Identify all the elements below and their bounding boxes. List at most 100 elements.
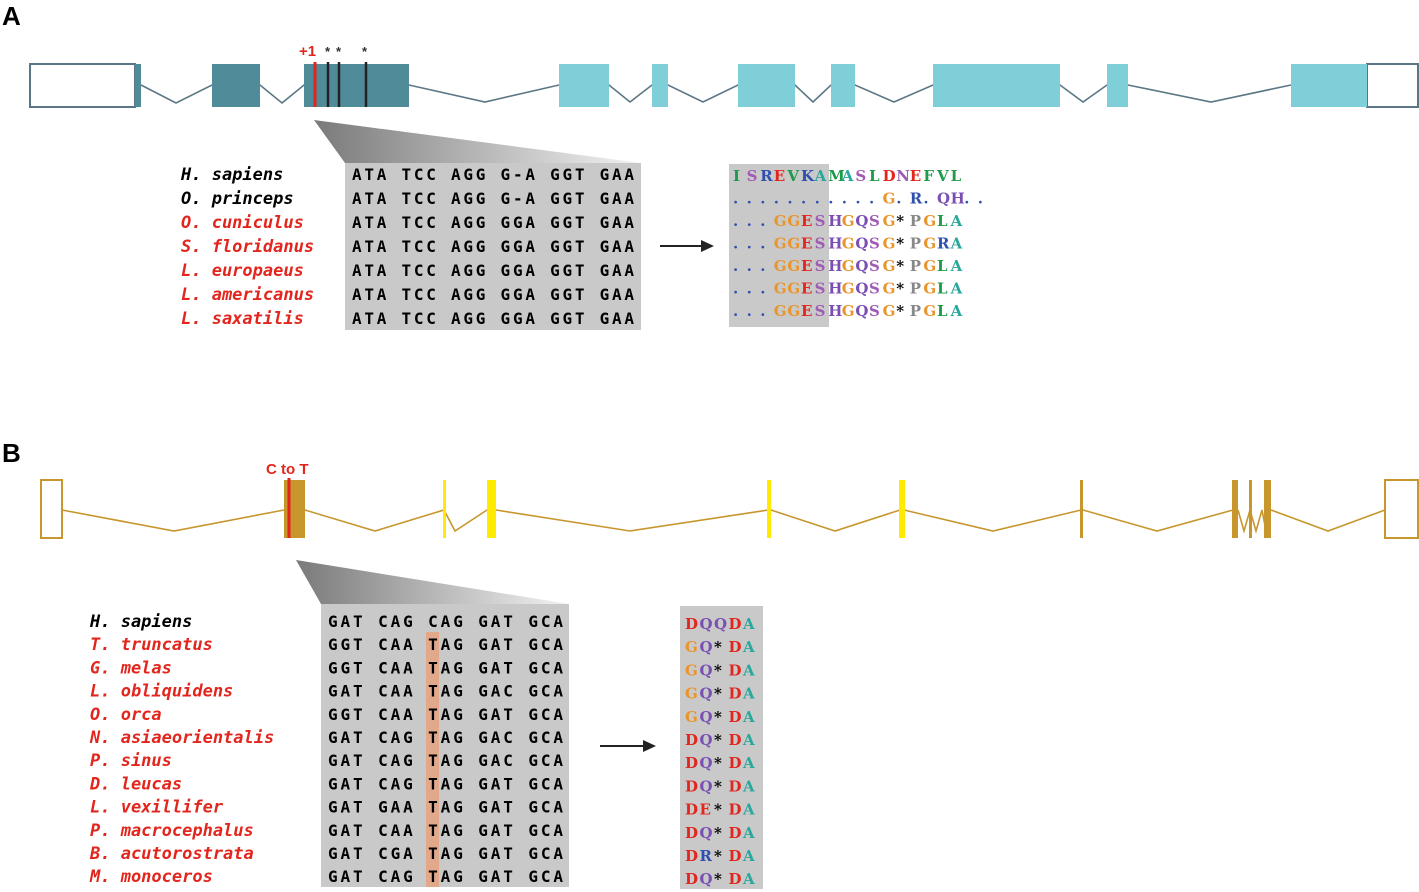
amino-acid-residue: D <box>685 615 698 633</box>
amino-acid-residue: G <box>923 302 936 320</box>
amino-acid-residue: * <box>714 847 722 865</box>
amino-acid-residue: G <box>774 212 787 230</box>
amino-acid-residue: Q <box>700 638 713 656</box>
protein-sequence-row: DR*DA <box>685 847 755 865</box>
amino-acid-residue: G <box>883 190 896 208</box>
amino-acid-residue: G <box>923 280 936 298</box>
amino-acid-residue: G <box>685 638 698 656</box>
amino-acid-residue: K <box>801 167 815 185</box>
amino-acid-residue: G <box>842 257 855 275</box>
exon-light <box>652 64 668 107</box>
amino-acid-residue: A <box>950 235 963 253</box>
amino-acid-residue: S <box>815 212 826 230</box>
species-name: S. floridanus <box>181 237 314 257</box>
amino-acid-residue: . <box>815 190 820 208</box>
amino-acid-residue: S <box>855 167 866 185</box>
amino-acid-residue: * <box>896 280 904 298</box>
amino-acid-residue: Q <box>700 870 713 888</box>
amino-acid-residue: G <box>883 212 896 230</box>
amino-acid-residue: S <box>747 167 758 185</box>
amino-acid-residue: . <box>896 190 901 208</box>
amino-acid-residue: * <box>896 212 904 230</box>
amino-acid-residue: Q <box>855 280 868 298</box>
amino-acid-residue: . <box>774 190 779 208</box>
exon-bright <box>487 480 496 538</box>
exon-gold <box>1264 480 1271 538</box>
amino-acid-residue: . <box>733 235 738 253</box>
amino-acid-residue: Q <box>700 754 713 772</box>
frameshift-label: +1 <box>299 43 316 60</box>
amino-acid-residue: S <box>869 302 880 320</box>
amino-acid-residue: A <box>950 212 963 230</box>
amino-acid-residue: A <box>742 615 755 633</box>
amino-acid-residue: R <box>937 235 950 253</box>
amino-acid-residue: P <box>910 212 921 230</box>
amino-acid-residue: L <box>937 302 948 320</box>
nucleotide-sequence-row: GGT CAA TAG GAT GCA <box>328 705 563 724</box>
amino-acid-residue: G <box>774 257 787 275</box>
amino-acid-residue: * <box>714 638 722 656</box>
amino-acid-residue: D <box>729 870 742 888</box>
amino-acid-residue: D <box>729 777 742 795</box>
amino-acid-residue: S <box>869 235 880 253</box>
amino-acid-residue: . <box>747 235 752 253</box>
exon-light <box>738 64 795 107</box>
amino-acid-residue: G <box>787 212 800 230</box>
amino-acid-residue: R <box>700 847 713 865</box>
amino-acid-residue: * <box>714 708 722 726</box>
amino-acid-residue: G <box>923 212 936 230</box>
amino-acid-residue: . <box>747 280 752 298</box>
amino-acid-residue: E <box>910 167 921 185</box>
nucleotide-sequence-row: GAT CAA TAG GAC GCA <box>328 682 563 701</box>
exon-light <box>831 64 855 107</box>
amino-acid-residue: R <box>760 167 773 185</box>
nucleotide-sequence-row: GAT CAA TAG GAT GCA <box>328 821 563 840</box>
species-name: P. sinus <box>90 751 172 771</box>
nucleotide-sequence-row: GAT CAG CAG GAT GCA <box>328 612 563 631</box>
protein-sequence-row: DQ*DA <box>685 777 755 795</box>
nucleotide-sequence-row: ATA TCC AGG GGA GGT GAA <box>352 261 634 280</box>
amino-acid-residue: G <box>923 257 936 275</box>
amino-acid-residue: . <box>869 190 874 208</box>
species-name: P. macrocephalus <box>90 821 254 841</box>
panel-b-letter: B <box>2 438 21 468</box>
protein-sequence-row: DQ*DA <box>685 754 755 772</box>
protein-alignment-box <box>680 606 763 889</box>
amino-acid-residue: H <box>951 190 965 208</box>
amino-acid-residue: * <box>896 235 904 253</box>
species-name: B. acutorostrata <box>89 844 254 864</box>
amino-acid-residue: . <box>747 257 752 275</box>
panel-a-letter: A <box>2 1 21 31</box>
species-name: L. saxatilis <box>181 309 304 329</box>
amino-acid-residue: S <box>815 257 826 275</box>
amino-acid-residue: . <box>978 190 983 208</box>
amino-acid-residue: D <box>729 731 742 749</box>
amino-acid-residue: E <box>801 257 812 275</box>
amino-acid-residue: S <box>869 212 880 230</box>
nucleotide-alignment-box <box>345 163 641 330</box>
amino-acid-residue: D <box>685 847 698 865</box>
amino-acid-residue: Q <box>937 190 950 208</box>
species-name: N. asiaeorientalis <box>89 728 274 748</box>
nucleotide-sequence-row: GAT CGA TAG GAT GCA <box>328 844 563 863</box>
protein-sequence-row: DE*DA <box>685 801 755 819</box>
amino-acid-residue: A <box>950 302 963 320</box>
intron-line <box>61 509 1234 533</box>
exon-dark <box>212 64 260 107</box>
amino-acid-residue: I <box>733 167 740 185</box>
exon-light <box>559 64 609 107</box>
amino-acid-residue: R <box>910 190 923 208</box>
amino-acid-residue: * <box>714 731 722 749</box>
stop-asterisk: * <box>325 44 331 59</box>
exon-dark <box>135 64 141 107</box>
exon-light <box>1291 64 1367 107</box>
species-name: D. leucas <box>89 774 182 794</box>
nucleotide-sequence-row: GAT CAG TAG GAC GCA <box>328 728 563 747</box>
amino-acid-residue: V <box>786 167 799 185</box>
amino-acid-residue: E <box>700 801 711 819</box>
amino-acid-residue: G <box>883 280 896 298</box>
amino-acid-residue: * <box>714 754 722 772</box>
